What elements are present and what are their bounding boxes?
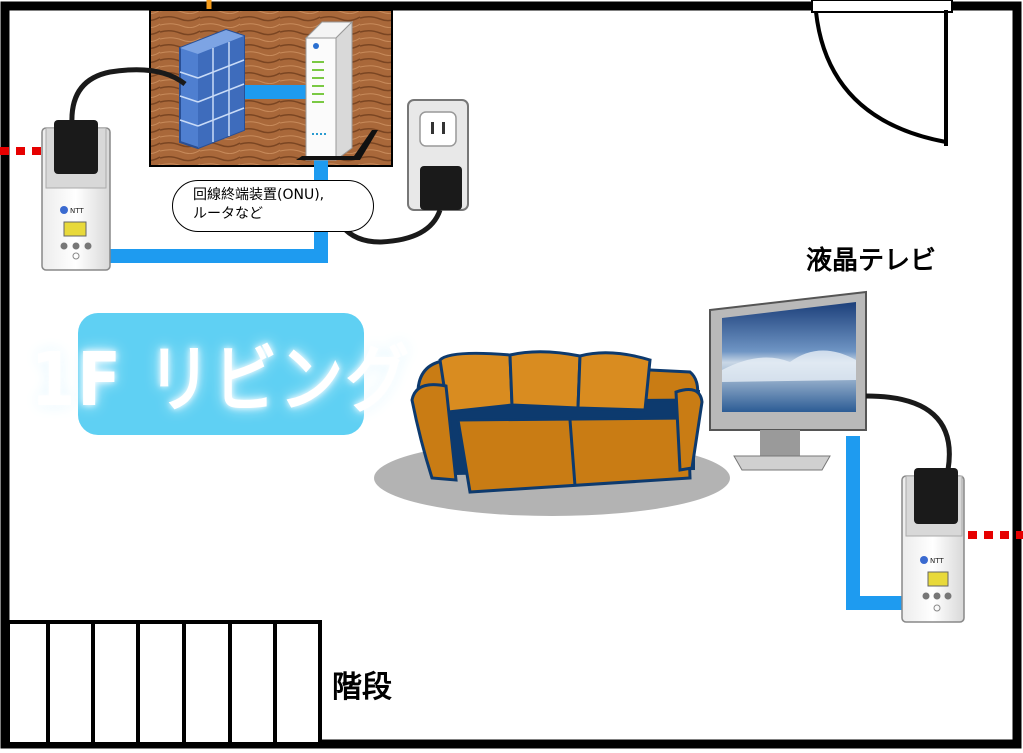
stairs-label: 階段 (332, 670, 392, 705)
adapter-brand-left: NTT (70, 207, 84, 215)
room-name: 1F リビング (30, 338, 412, 424)
power-cord-tv (865, 393, 952, 471)
equipment-callout: 回線終端装置(ONU), ルータなど (172, 180, 374, 232)
router-icon (296, 20, 378, 161)
plc-adapter-icon: NTT (41, 67, 187, 271)
door-icon (811, 0, 953, 146)
tv-icon (709, 290, 867, 471)
tv-label: 液晶テレビ (806, 246, 937, 276)
sofa-icon (374, 350, 730, 516)
callout-line-1: 回線終端装置(ONU), (193, 187, 325, 203)
plc-adapter-icon: NTT (901, 468, 965, 623)
onu-icon (179, 28, 245, 150)
power-cord-outlet (340, 209, 443, 245)
wall-outlet-icon (407, 99, 469, 211)
stairs-icon (6, 620, 322, 746)
adapter-brand-right: NTT (930, 557, 944, 565)
callout-line-2: ルータなど (193, 206, 263, 222)
room-badge (78, 313, 364, 435)
